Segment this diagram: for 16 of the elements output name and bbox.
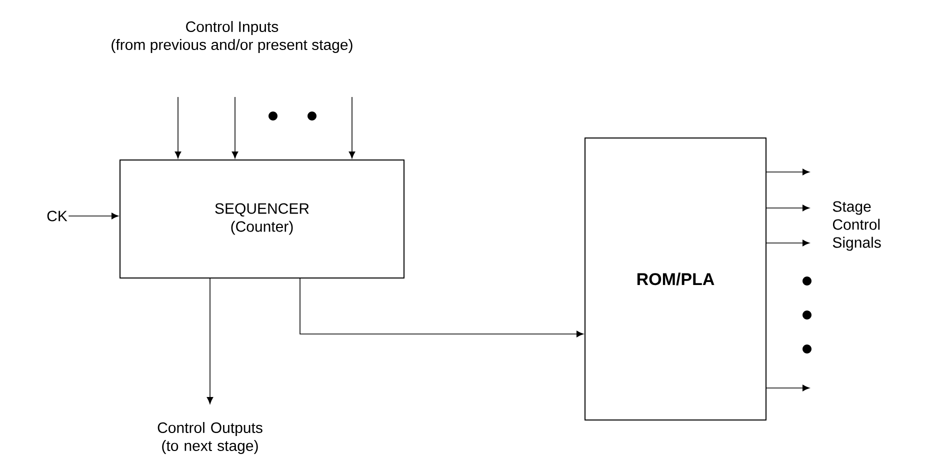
rom-pla-box: ROM/PLA	[584, 138, 766, 420]
arrow	[766, 240, 810, 246]
signal-label: CK	[47, 210, 68, 222]
signal-label: Control Outputs (to next stage)	[158, 422, 262, 454]
signal-label: Stage Control Signals	[832, 201, 881, 251]
arrow	[68, 212, 118, 220]
arrow	[174, 96, 182, 158]
arrow	[766, 204, 810, 212]
arrow	[206, 278, 214, 404]
arrow	[232, 96, 238, 158]
arrow	[766, 168, 810, 176]
arrow	[348, 96, 356, 158]
arrow	[300, 278, 584, 338]
sequencer-box: SEQUENCER (Counter)	[120, 160, 404, 278]
arrow	[766, 384, 810, 392]
signal-label: Control Inputs (from previous and/or present stage)	[112, 21, 352, 53]
